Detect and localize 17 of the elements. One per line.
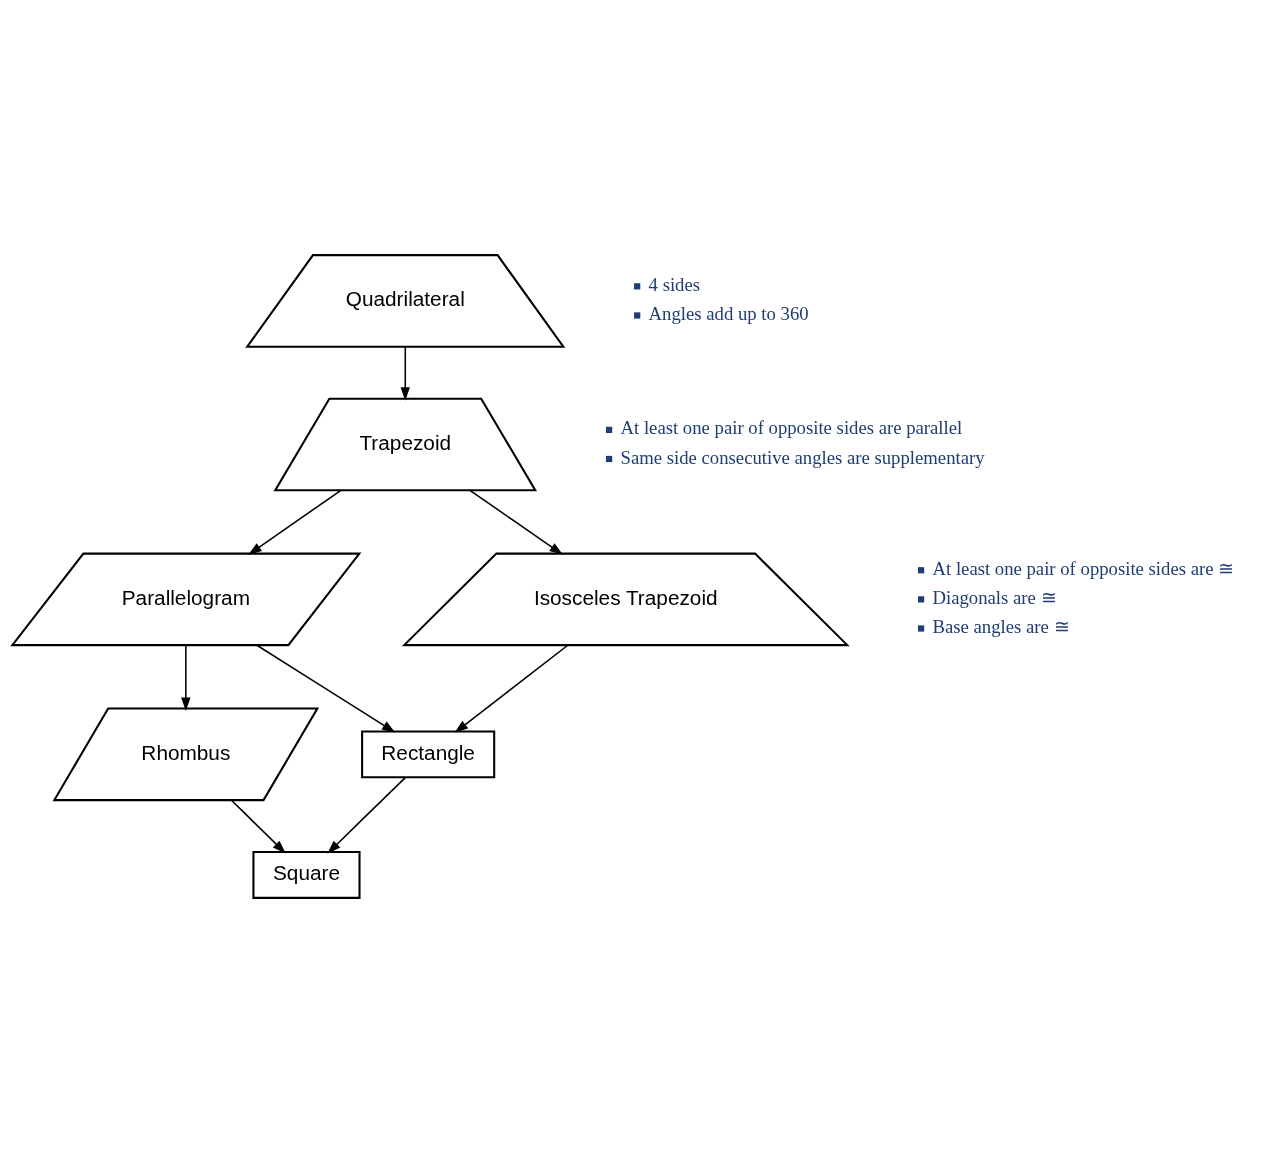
arrow	[469, 489, 563, 555]
node-box: Rectangle	[361, 730, 496, 779]
node-label: Base angles are ≅	[932, 616, 1070, 638]
node-label: At least one pair of opposite sides are parallel	[620, 417, 963, 439]
node-label: 4 sides	[648, 273, 701, 295]
arrow	[181, 644, 191, 711]
arrow	[327, 776, 407, 854]
arrow	[400, 345, 410, 401]
arrow	[454, 644, 569, 733]
node-label: Angles add up to 360	[648, 303, 809, 325]
arrow	[248, 489, 342, 555]
arrow	[256, 644, 396, 733]
node-label: Same side consecutive angles are supplementary	[620, 446, 985, 468]
node-label: Diagonals are ≅	[932, 586, 1057, 608]
node-box: Square	[252, 851, 361, 899]
node-label: At least one pair of opposite sides are ≅	[932, 557, 1235, 579]
arrow	[230, 799, 286, 854]
